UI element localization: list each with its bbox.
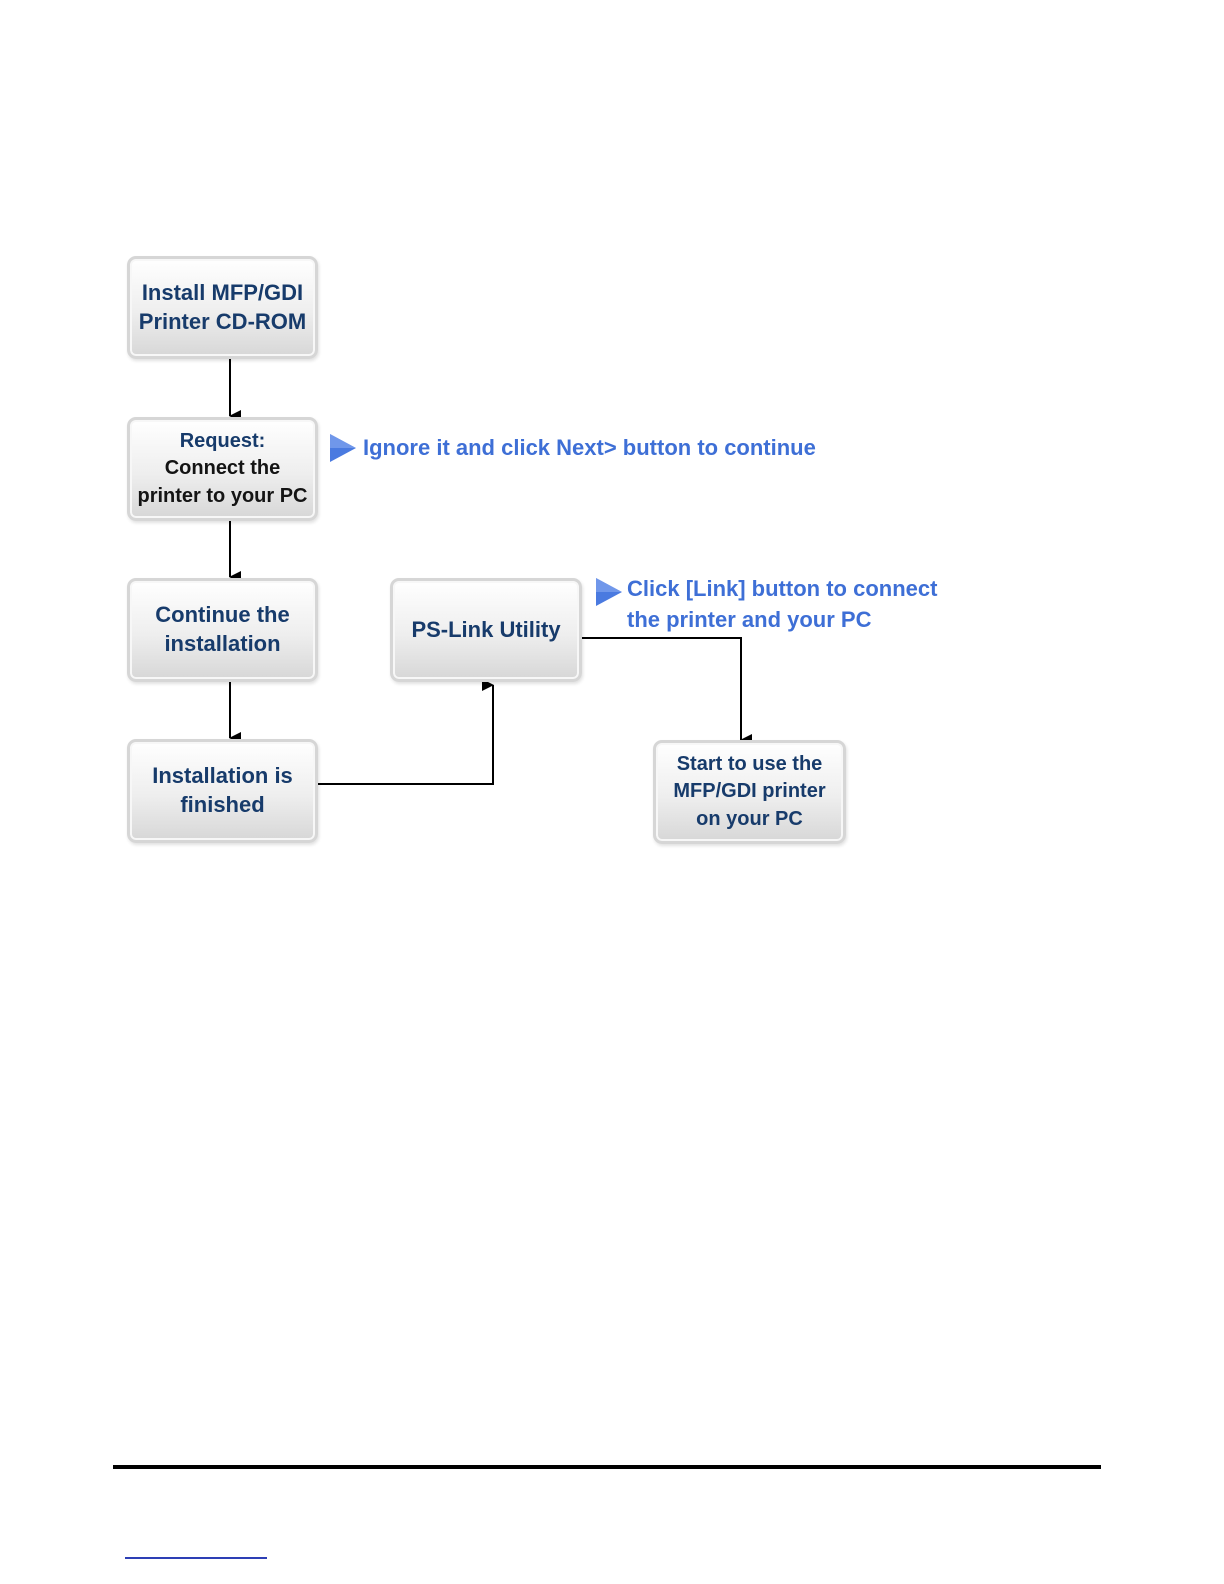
step-finished-line-2: finished	[180, 791, 264, 820]
step-continue-line-1: Continue the	[155, 601, 289, 630]
arrow-finished-to-pslink	[317, 685, 493, 784]
step-ps-link-utility: PS-Link Utility	[390, 578, 582, 682]
step-start-to-use: Start to use the MFP/GDI printer on your…	[653, 740, 846, 844]
note-click-link: Click [Link] button to connect the print…	[627, 573, 937, 635]
play-triangle-icon	[595, 577, 623, 607]
step-start-line-1: Start to use the	[677, 751, 823, 779]
step-request-heading: Request:	[180, 428, 266, 456]
footer-link-underline[interactable]	[125, 1557, 267, 1559]
step-finished-line-1: Installation is	[152, 762, 293, 791]
step-request-line-1: Connect the	[165, 455, 281, 483]
step-request-connect: Request: Connect the printer to your PC	[127, 417, 318, 521]
step-install-line-2: Printer CD-ROM	[139, 308, 306, 337]
note-click-link-line-2: the printer and your PC	[627, 604, 937, 635]
step-start-line-3: on your PC	[696, 806, 803, 834]
step-install-line-1: Install MFP/GDI	[142, 279, 303, 308]
note-click-link-line-1: Click [Link] button to connect	[627, 573, 937, 604]
step-pslink-label: PS-Link Utility	[411, 616, 560, 645]
arrow-pslink-to-start	[581, 638, 741, 740]
note-ignore-click-next: Ignore it and click Next> button to cont…	[363, 432, 816, 463]
play-triangle-icon	[329, 433, 357, 463]
step-request-line-2: printer to your PC	[137, 483, 307, 511]
step-continue-installation: Continue the installation	[127, 578, 318, 682]
footer-rule	[113, 1465, 1101, 1469]
step-install-cd-rom: Install MFP/GDI Printer CD-ROM	[127, 256, 318, 359]
step-start-line-2: MFP/GDI printer	[673, 778, 825, 806]
note-ignore-line-1: Ignore it and click Next> button to cont…	[363, 432, 816, 463]
step-installation-finished: Installation is finished	[127, 739, 318, 843]
step-continue-line-2: installation	[164, 630, 280, 659]
